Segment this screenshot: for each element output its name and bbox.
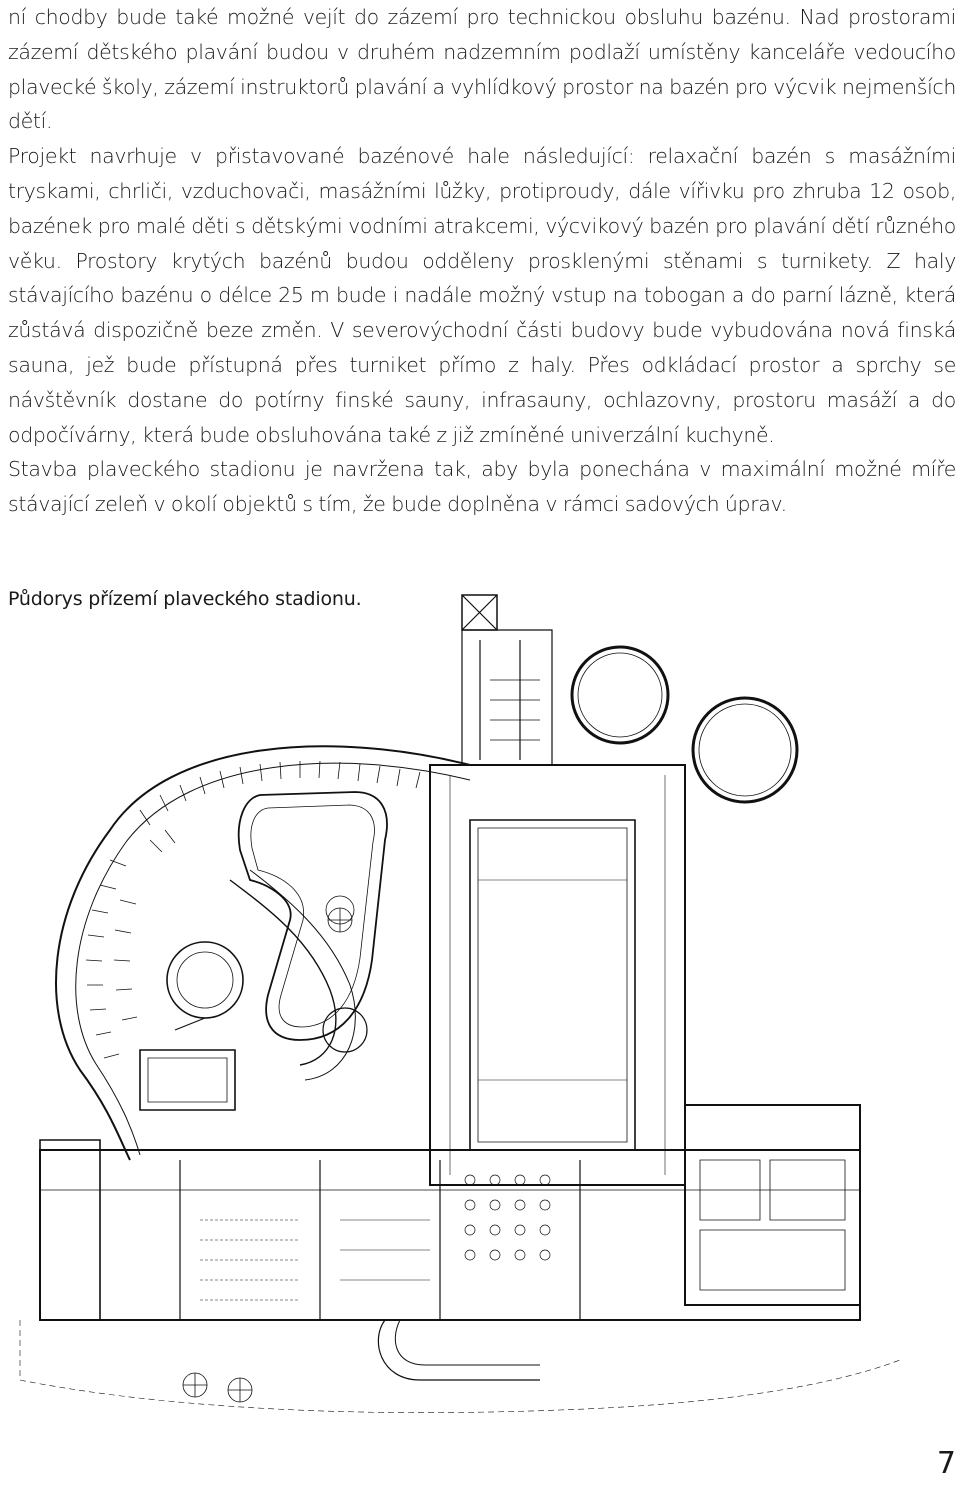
lounger-rows	[86, 761, 420, 1058]
relaxation-pool	[239, 792, 387, 1040]
figure-caption: Půdorys přízemí plaveckého stadionu.	[8, 588, 362, 610]
entrance-ramp	[378, 1320, 540, 1380]
whirlpool	[167, 942, 243, 1018]
main-pool	[470, 820, 635, 1150]
paragraph-3: Stavba plaveckého stadionu je navržena t…	[8, 457, 956, 517]
main-pool-hall	[430, 765, 685, 1185]
tobogan-circle-1	[572, 647, 668, 743]
tree-symbols	[183, 908, 352, 1402]
tobogan-circle-2	[693, 698, 797, 802]
training-pool-curve	[230, 880, 336, 1065]
changing-rooms-block	[40, 1150, 860, 1320]
kids-pool	[323, 1008, 367, 1052]
west-wing	[40, 1140, 100, 1320]
site-boundary	[20, 1320, 900, 1413]
sauna-wing	[685, 1105, 860, 1305]
cafe-tables	[465, 1175, 550, 1260]
curved-hall-wall	[56, 746, 470, 1160]
paragraph-1: ní chodby bude také možné vejít do zázem…	[8, 5, 956, 134]
floor-plan-drawing	[0, 580, 960, 1440]
small-rect-pool	[140, 1050, 235, 1110]
body-text: ní chodby bude také možné vejít do zázem…	[8, 0, 956, 522]
paragraph-2: Projekt navrhuje v přistavované bazénové…	[8, 144, 956, 447]
page-number: 7	[936, 1446, 956, 1481]
